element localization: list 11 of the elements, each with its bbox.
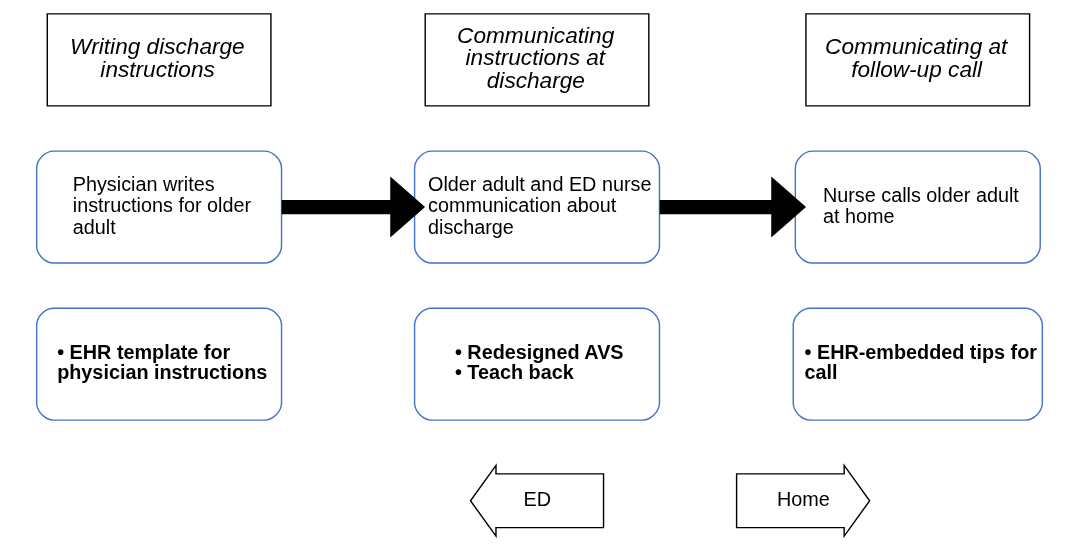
node-box: Communicating instructions at discharge xyxy=(424,13,650,107)
node-box: • EHR-embedded tips for call xyxy=(792,307,1043,421)
arrow xyxy=(281,176,425,238)
arrow xyxy=(659,176,806,238)
node-box: Physician writes instructions for older adult xyxy=(35,150,282,264)
node-box: Writing discharge instructions xyxy=(46,13,272,107)
node-box: Older adult and ED nurse communication about discharge xyxy=(413,150,660,264)
node-box: • EHR template for physician instructions xyxy=(35,307,282,421)
node-box: Nurse calls older adult at home xyxy=(794,150,1041,264)
node-box: • Redesigned AVS • Teach back xyxy=(413,307,660,421)
node-box: Communicating at follow-up call xyxy=(804,13,1030,107)
